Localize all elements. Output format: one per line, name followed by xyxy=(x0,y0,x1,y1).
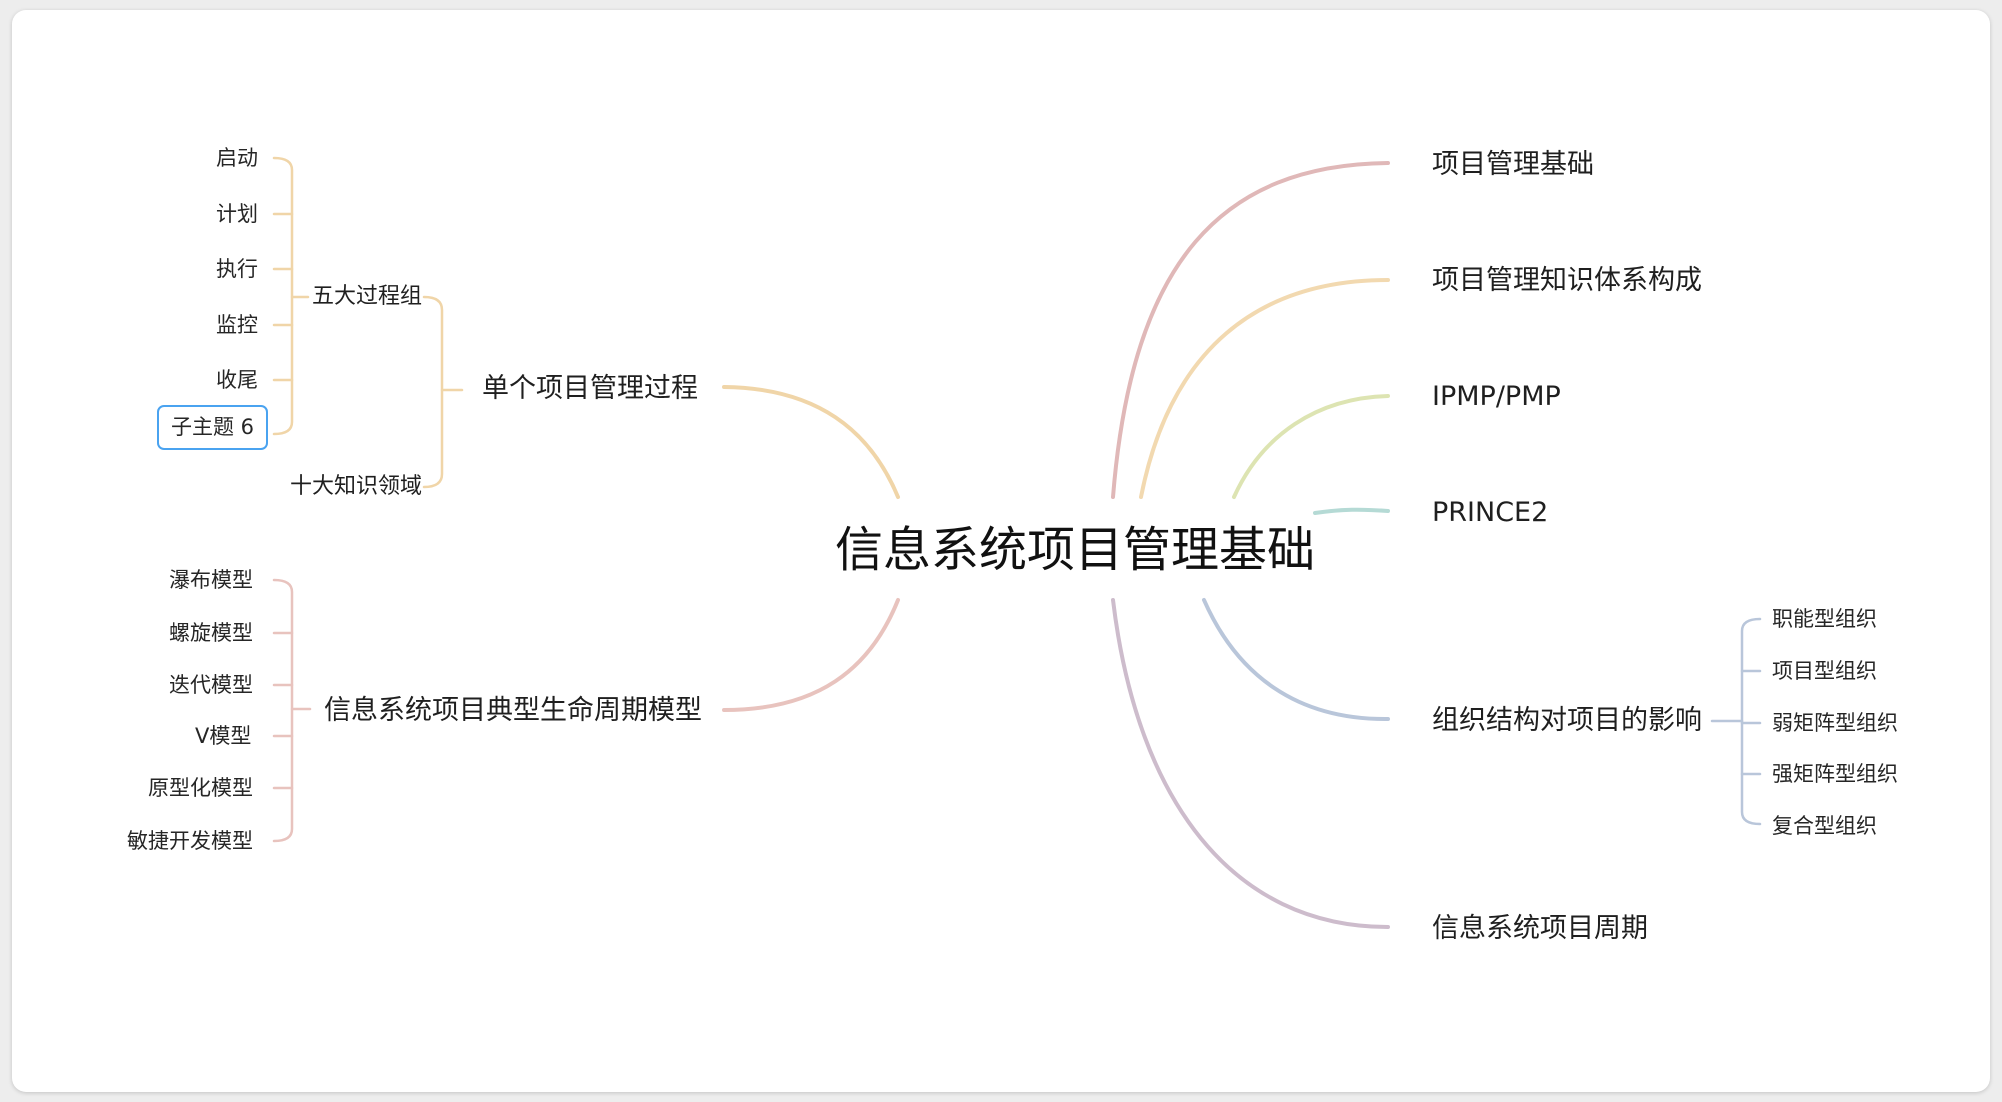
leaf-composite-org[interactable]: 复合型组织 xyxy=(1772,814,1877,838)
leaf-prototype-model[interactable]: 原型化模型 xyxy=(148,776,253,800)
leaf-monitoring[interactable]: 监控 xyxy=(216,313,258,337)
leaf-v-model[interactable]: V模型 xyxy=(195,724,252,748)
leaf-projectized-org[interactable]: 项目型组织 xyxy=(1772,659,1877,683)
leaf-planning[interactable]: 计划 xyxy=(216,202,258,226)
mindmap-canvas[interactable]: 信息系统项目管理基础 单个项目管理过程 信息系统项目典型生命周期模型 五大过程组… xyxy=(12,10,1990,1092)
branch-ipmp-pmp[interactable]: IPMP/PMP xyxy=(1432,381,1561,412)
connector-root-ipmp xyxy=(1232,394,1390,499)
leaf-iterative-model[interactable]: 迭代模型 xyxy=(169,673,253,697)
leaf-waterfall-model[interactable]: 瀑布模型 xyxy=(169,568,253,592)
leaf-spiral-model[interactable]: 螺旋模型 xyxy=(169,621,253,645)
leaf-functional-org[interactable]: 职能型组织 xyxy=(1772,607,1877,631)
group-ten-knowledge-areas[interactable]: 十大知识领域 xyxy=(290,474,423,499)
connector-root-org-structure xyxy=(1202,598,1390,722)
connector-root-lifecycle-period xyxy=(1111,598,1390,929)
leaf-strong-matrix-org[interactable]: 强矩阵型组织 xyxy=(1772,762,1898,786)
connector-root-prince2 xyxy=(1313,507,1390,515)
branch-pm-body-of-knowledge[interactable]: 项目管理知识体系构成 xyxy=(1432,265,1702,296)
leaf-agile-model[interactable]: 敏捷开发模型 xyxy=(127,829,253,853)
connector-root-pm-body xyxy=(1139,278,1390,499)
branch-prince2[interactable]: PRINCE2 xyxy=(1432,497,1549,528)
root-topic[interactable]: 信息系统项目管理基础 xyxy=(835,522,1316,578)
branch-pm-basics[interactable]: 项目管理基础 xyxy=(1432,149,1594,180)
leaf-initiating[interactable]: 启动 xyxy=(216,146,258,170)
leaf-subtopic-6-selected[interactable]: 子主题 6 xyxy=(157,405,269,450)
branch-single-project-process[interactable]: 单个项目管理过程 xyxy=(482,373,698,404)
connector-root-single-project xyxy=(722,385,900,499)
connector-layer xyxy=(272,156,1762,929)
branch-lifecycle-models[interactable]: 信息系统项目典型生命周期模型 xyxy=(324,695,702,726)
branch-project-lifecycle[interactable]: 信息系统项目周期 xyxy=(1432,913,1648,944)
connector-root-lifecycle xyxy=(722,598,900,712)
connector-root-pm-basics xyxy=(1111,161,1390,499)
group-five-process-groups[interactable]: 五大过程组 xyxy=(312,284,423,309)
leaf-weak-matrix-org[interactable]: 弱矩阵型组织 xyxy=(1772,711,1898,735)
branch-org-structure-impact[interactable]: 组织结构对项目的影响 xyxy=(1432,705,1702,736)
leaf-executing[interactable]: 执行 xyxy=(216,257,258,281)
leaf-closing[interactable]: 收尾 xyxy=(216,368,258,392)
